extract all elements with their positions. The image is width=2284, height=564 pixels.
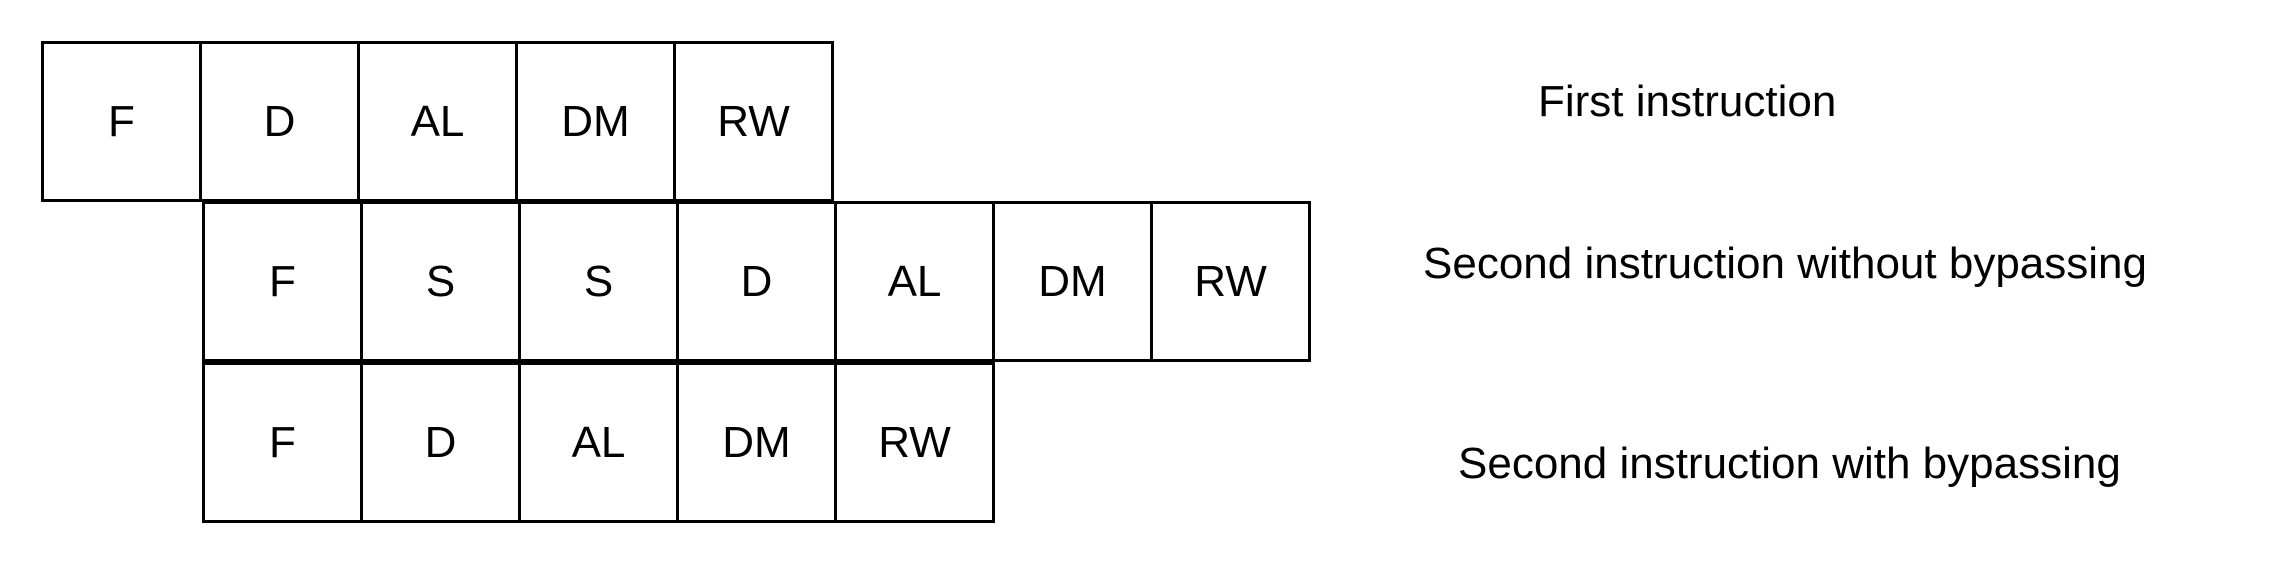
stage-cell: F [41, 41, 202, 202]
pipeline-row-first-instruction: F D AL DM RW [41, 41, 834, 202]
pipeline-row-second-instruction-with-bypassing: F D AL DM RW [202, 362, 995, 523]
stage-cell: S [360, 201, 521, 362]
stage-cell: F [202, 201, 363, 362]
stage-cell: DM [992, 201, 1153, 362]
stage-cell: DM [676, 362, 837, 523]
stage-cell: F [202, 362, 363, 523]
row-label-second-instruction-without-bypassing: Second instruction without bypassing [1423, 239, 2147, 288]
stage-cell: AL [357, 41, 518, 202]
stage-cell: RW [673, 41, 834, 202]
row-label-first-instruction: First instruction [1538, 77, 1837, 126]
row-label-second-instruction-with-bypassing: Second instruction with bypassing [1458, 439, 2121, 488]
stage-cell: RW [1150, 201, 1311, 362]
stage-cell: AL [834, 201, 995, 362]
pipeline-row-second-instruction-without-bypassing: F S S D AL DM RW [202, 201, 1311, 362]
stage-cell: D [360, 362, 521, 523]
stage-cell: RW [834, 362, 995, 523]
stage-cell: D [199, 41, 360, 202]
stage-cell: DM [515, 41, 676, 202]
stage-cell: D [676, 201, 837, 362]
stage-cell: AL [518, 362, 679, 523]
stage-cell: S [518, 201, 679, 362]
